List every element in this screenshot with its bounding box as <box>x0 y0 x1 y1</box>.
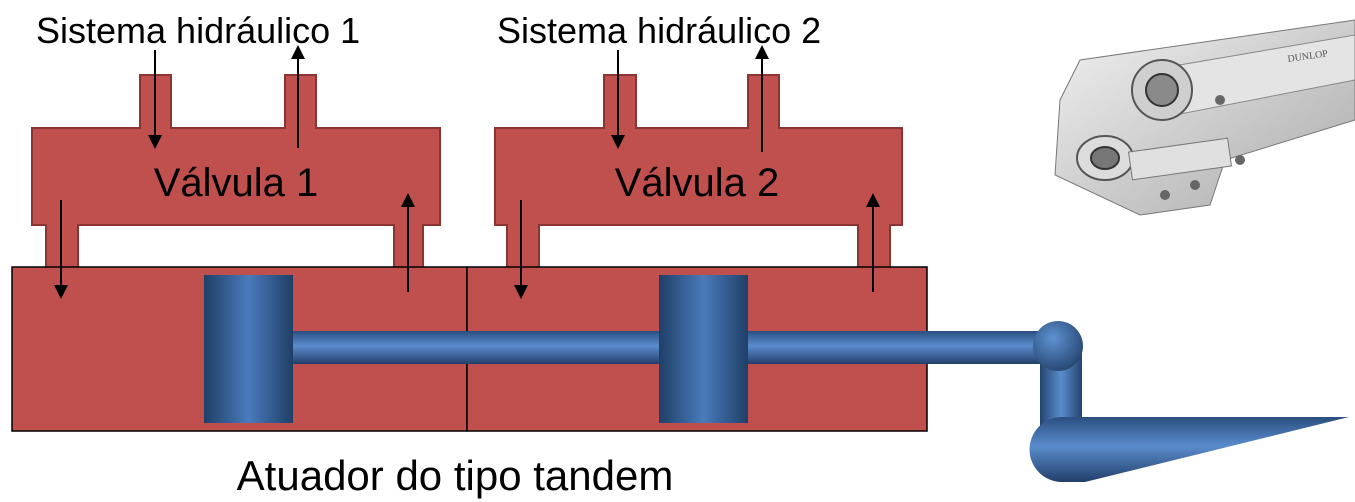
piston-2 <box>659 275 748 423</box>
control-horn <box>1029 417 1349 482</box>
pivot-joint <box>1033 321 1083 371</box>
caption: Atuador do tipo tandem <box>237 452 674 499</box>
valve-2-label: Válvula 2 <box>615 161 780 205</box>
valve-1: Válvula 1 <box>31 74 441 269</box>
actuator-photo: DUNLOP <box>1054 19 1355 216</box>
valve-1-label: Válvula 1 <box>154 161 319 205</box>
piston-1 <box>204 275 293 423</box>
flow-arrows <box>54 45 880 299</box>
system2-label: Sistema hidráulico 2 <box>497 10 821 51</box>
linkage-arm <box>1029 321 1349 482</box>
system1-label: Sistema hidráulico 1 <box>36 10 360 51</box>
valve-2: Válvula 2 <box>494 74 903 269</box>
